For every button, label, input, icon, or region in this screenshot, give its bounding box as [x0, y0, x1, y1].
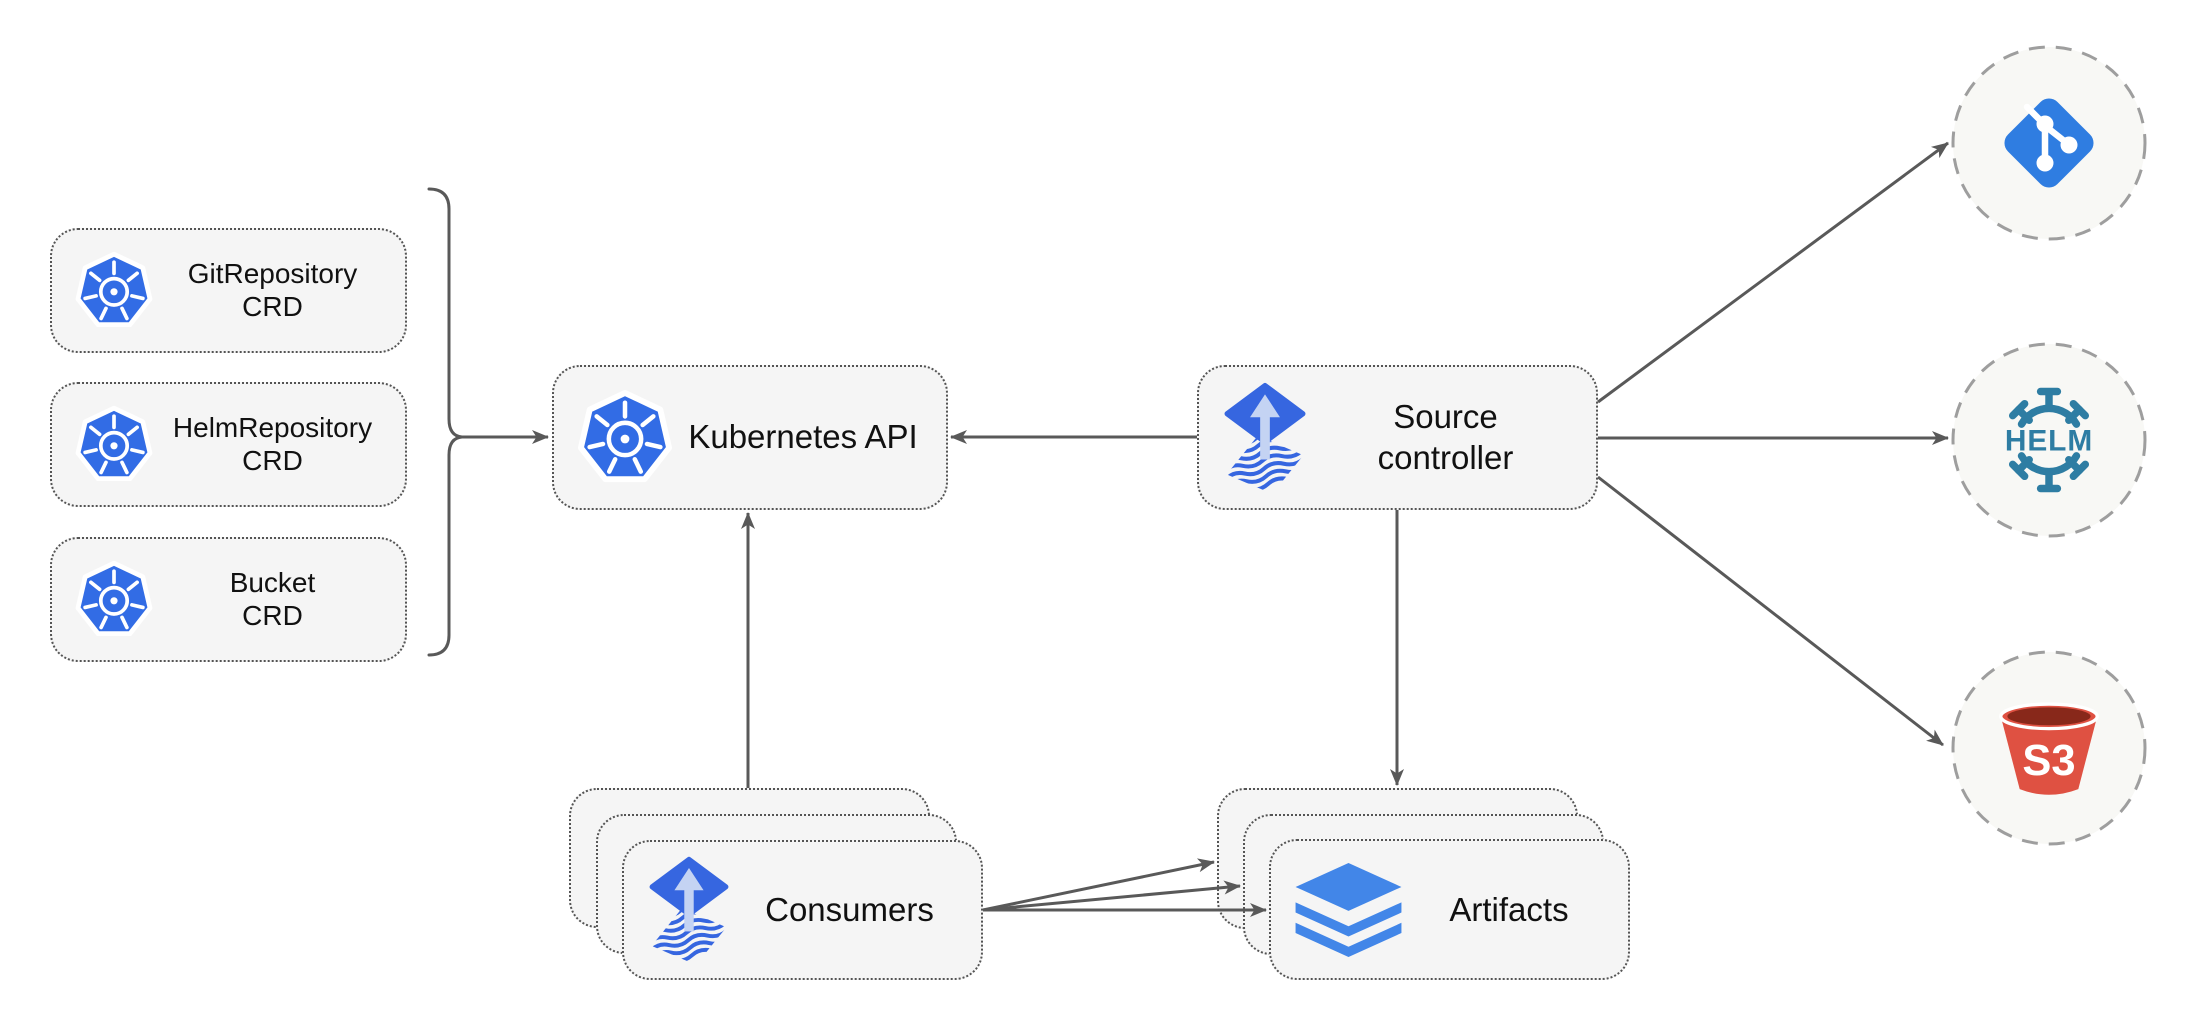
node-artifacts-stack: Artifacts: [1217, 788, 1631, 981]
node-label-source-controller: Source controller: [1377, 398, 1514, 476]
flux-icon: [1221, 382, 1309, 493]
layers-icon: [1293, 863, 1404, 957]
node-consumers: Consumers: [622, 840, 983, 980]
edge-source-controller-to-git: [1597, 141, 1949, 404]
endpoint-helm: HELM: [1950, 341, 2148, 539]
node-label-artifacts: Artifacts: [1449, 890, 1569, 928]
edge-source-controller-to-s3: [1597, 475, 1944, 747]
git-icon: [2004, 98, 2094, 188]
kubernetes-icon: [576, 389, 674, 487]
s3-bucket-icon: S3: [1999, 702, 2099, 795]
node-label-consumers: Consumers: [765, 891, 934, 928]
node-label-kubernetes-api: Kubernetes API: [688, 418, 918, 456]
node-source-controller: Source controller: [1197, 365, 1598, 510]
helm-icon: HELM: [2005, 387, 2093, 493]
node-kubernetes-api: Kubernetes API: [552, 365, 948, 510]
kubernetes-icon: [74, 560, 154, 640]
crd-group-bracket: [427, 187, 463, 657]
node-consumers-stack: Consumers: [569, 788, 984, 981]
edge-consumers-to-artifacts-middle: [982, 880, 1241, 912]
helm-wordmark: HELM: [2005, 424, 2093, 457]
edge-consumers-to-artifacts-back: [982, 858, 1215, 912]
node-gitrepository-crd: GitRepository CRD: [50, 228, 407, 353]
flux-icon: [646, 856, 732, 964]
kubernetes-icon: [74, 251, 154, 331]
node-helmrepository-crd: HelmRepository CRD: [50, 382, 407, 507]
node-label-gitrepository-crd: GitRepository CRD: [187, 258, 358, 322]
node-artifacts: Artifacts: [1269, 839, 1630, 980]
node-label-helmrepository-crd: HelmRepository CRD: [172, 412, 373, 476]
endpoint-s3: S3: [1950, 649, 2148, 847]
dashed-circle: [1951, 342, 2147, 538]
s3-wordmark: S3: [2022, 737, 2075, 785]
endpoint-git: [1950, 44, 2148, 242]
node-bucket-crd: Bucket CRD: [50, 537, 407, 662]
node-label-bucket-crd: Bucket CRD: [229, 567, 316, 631]
kubernetes-icon: [74, 405, 154, 485]
